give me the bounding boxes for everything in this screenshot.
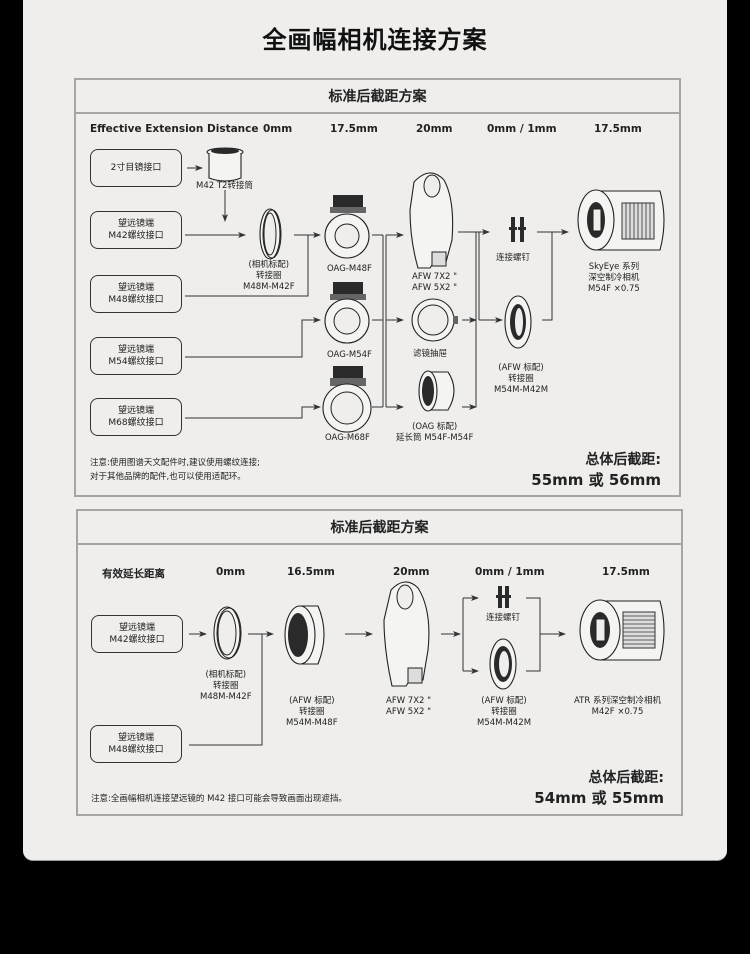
panel1-total-backfocus: 总体后截距: 55mm 或 56mm (531, 451, 661, 490)
label-line: M54M-M48F (286, 718, 338, 729)
filter-drawer-label: 滤镜抽屉 (413, 349, 448, 359)
label-line: (相机标配) (248, 260, 290, 270)
note-line: 对于其他品牌的配件,也可以使用适配环。 (90, 471, 246, 482)
label-line: (OAG 标配) (412, 422, 458, 432)
label-line: M42F ×0.75 (591, 707, 644, 718)
input-2inch-eyepiece: 2寸目镜接口 (90, 149, 182, 187)
label-line: SkyEye 系列 (588, 262, 640, 272)
label-line: 转接圈 (213, 681, 239, 692)
oag-m48-label: OAG-M48F (327, 264, 372, 274)
panel2-note: 注意:全画幅相机连接望远镜的 M42 接口可能会导致画面出现遮挡。 (91, 794, 347, 804)
label-line: AFW 7X2 " (412, 272, 458, 282)
input-sublabel: M42螺纹接口 (109, 635, 165, 645)
afw-label: AFW 7X2 " AFW 5X2 " (386, 696, 431, 718)
input-sublabel: M48螺纹接口 (108, 745, 164, 755)
input-m68-thread: 望远镜端 M68螺纹接口 (90, 398, 182, 436)
distance-col-2: 16.5mm (287, 566, 335, 578)
input-label: 2寸目镜接口 (110, 162, 162, 173)
input-label: 望远镜端 (118, 622, 155, 633)
note-line: 注意:使用图谱天文配件时,建议使用螺纹连接; (90, 458, 260, 468)
label-line: AFW 5X2 " (412, 283, 458, 294)
input-label: 望远镜端 (117, 282, 154, 293)
input-m54-thread: 望远镜端 M54螺纹接口 (90, 337, 182, 375)
input-m48-thread: 望远镜端 M48螺纹接口 (90, 725, 182, 763)
label-line: M54F ×0.75 (588, 284, 640, 295)
input-label: 望远镜端 (117, 344, 154, 355)
distance-col-4: 0mm / 1mm (475, 566, 545, 578)
panel-title: 标准后截距方案 (78, 511, 681, 545)
panel2-total-backfocus: 总体后截距: 54mm 或 55mm (534, 769, 664, 808)
extension-tube-label: (OAG 标配) 延长筒 M54F-M54F (396, 422, 473, 444)
distance-col-4: 0mm / 1mm (487, 123, 557, 135)
label-line: M54M-M42M (494, 385, 549, 396)
afw-adapter-42-label: (AFW 标配) 转接圈 M54M-M42M (477, 696, 531, 729)
label-line: ATR 系列深空制冷相机 (574, 696, 661, 706)
input-label: 望远镜端 (117, 218, 154, 229)
label-line: (AFW 标配) (481, 696, 527, 706)
label-line: M48M-M42F (200, 692, 252, 703)
label-line: 转接圈 (491, 707, 517, 718)
camera-adapter-label: (相机标配) 转接圈 M48M-M42F (243, 260, 295, 293)
label-line: M48M-M42F (243, 282, 295, 293)
afw-adapter-label: (AFW 标配) 转接圈 M54M-M42M (494, 363, 548, 396)
atr-camera-label: ATR 系列深空制冷相机 M42F ×0.75 (574, 696, 661, 718)
panel-standard-backfocus-2: 标准后截距方案 (76, 509, 683, 816)
afw-adapter-48-label: (AFW 标配) 转接圈 M54M-M48F (286, 696, 338, 729)
camera-adapter-label: (相机标配) 转接圈 M48M-M42F (200, 670, 252, 703)
distance-col-5: 17.5mm (594, 123, 642, 135)
input-label: 望远镜端 (117, 732, 154, 743)
distance-col-1: 0mm (216, 566, 246, 578)
panel-title: 标准后截距方案 (76, 80, 679, 114)
input-sublabel: M54螺纹接口 (108, 357, 164, 367)
label-line: 转接圈 (508, 374, 534, 385)
distance-col-5: 17.5mm (602, 566, 650, 578)
extension-distance-label: 有效延长距离 (102, 568, 165, 580)
label-line: (相机标配) (205, 670, 247, 680)
total-value: 54mm 或 55mm (534, 788, 664, 807)
input-m42-thread: 望远镜端 M42螺纹接口 (91, 615, 183, 653)
page-title: 全画幅相机连接方案 (262, 26, 488, 54)
input-sublabel: M68螺纹接口 (108, 418, 164, 428)
total-value: 55mm 或 56mm (531, 470, 661, 489)
t2-tube-label: M42 T2转接筒 (196, 181, 253, 191)
input-label: 望远镜端 (117, 405, 154, 416)
distance-col-1: 0mm (263, 123, 293, 135)
panel1-note: 注意:使用图谱天文配件时,建议使用螺纹连接; 对于其他品牌的配件,也可以使用适配… (90, 457, 260, 484)
total-label: 总体后截距: (585, 452, 661, 468)
label-line: 延长筒 M54F-M54F (396, 433, 474, 444)
input-sublabel: M48螺纹接口 (108, 295, 164, 305)
label-line: (AFW 标配) (498, 363, 544, 373)
oag-m68-label: OAG-M68F (325, 433, 370, 443)
screws-label: 连接螺钉 (496, 253, 531, 263)
distance-col-3: 20mm (416, 123, 453, 135)
input-m42-thread: 望远镜端 M42螺纹接口 (90, 211, 182, 249)
distance-col-2: 17.5mm (330, 123, 378, 135)
input-m48-thread: 望远镜端 M48螺纹接口 (90, 275, 182, 313)
afw-label: AFW 7X2 " AFW 5X2 " (412, 272, 457, 294)
label-line: (AFW 标配) (289, 696, 335, 706)
distance-col-3: 20mm (393, 566, 430, 578)
label-line: AFW 5X2 " (386, 707, 432, 718)
screws-label: 连接螺钉 (486, 613, 521, 623)
label-line: 转接圈 (299, 707, 325, 718)
total-label: 总体后截距: (588, 770, 664, 786)
camera-label: SkyEye 系列 深空制冷相机 M54F ×0.75 (588, 262, 640, 295)
label-line: 转接圈 (256, 271, 282, 282)
label-line: M54M-M42M (477, 718, 532, 729)
extension-distance-label: Effective Extension Distance (90, 123, 259, 135)
label-line: AFW 7X2 " (386, 696, 432, 706)
input-sublabel: M42螺纹接口 (108, 231, 164, 241)
label-line: 深空制冷相机 (588, 273, 640, 284)
oag-m54-label: OAG-M54F (327, 350, 372, 360)
